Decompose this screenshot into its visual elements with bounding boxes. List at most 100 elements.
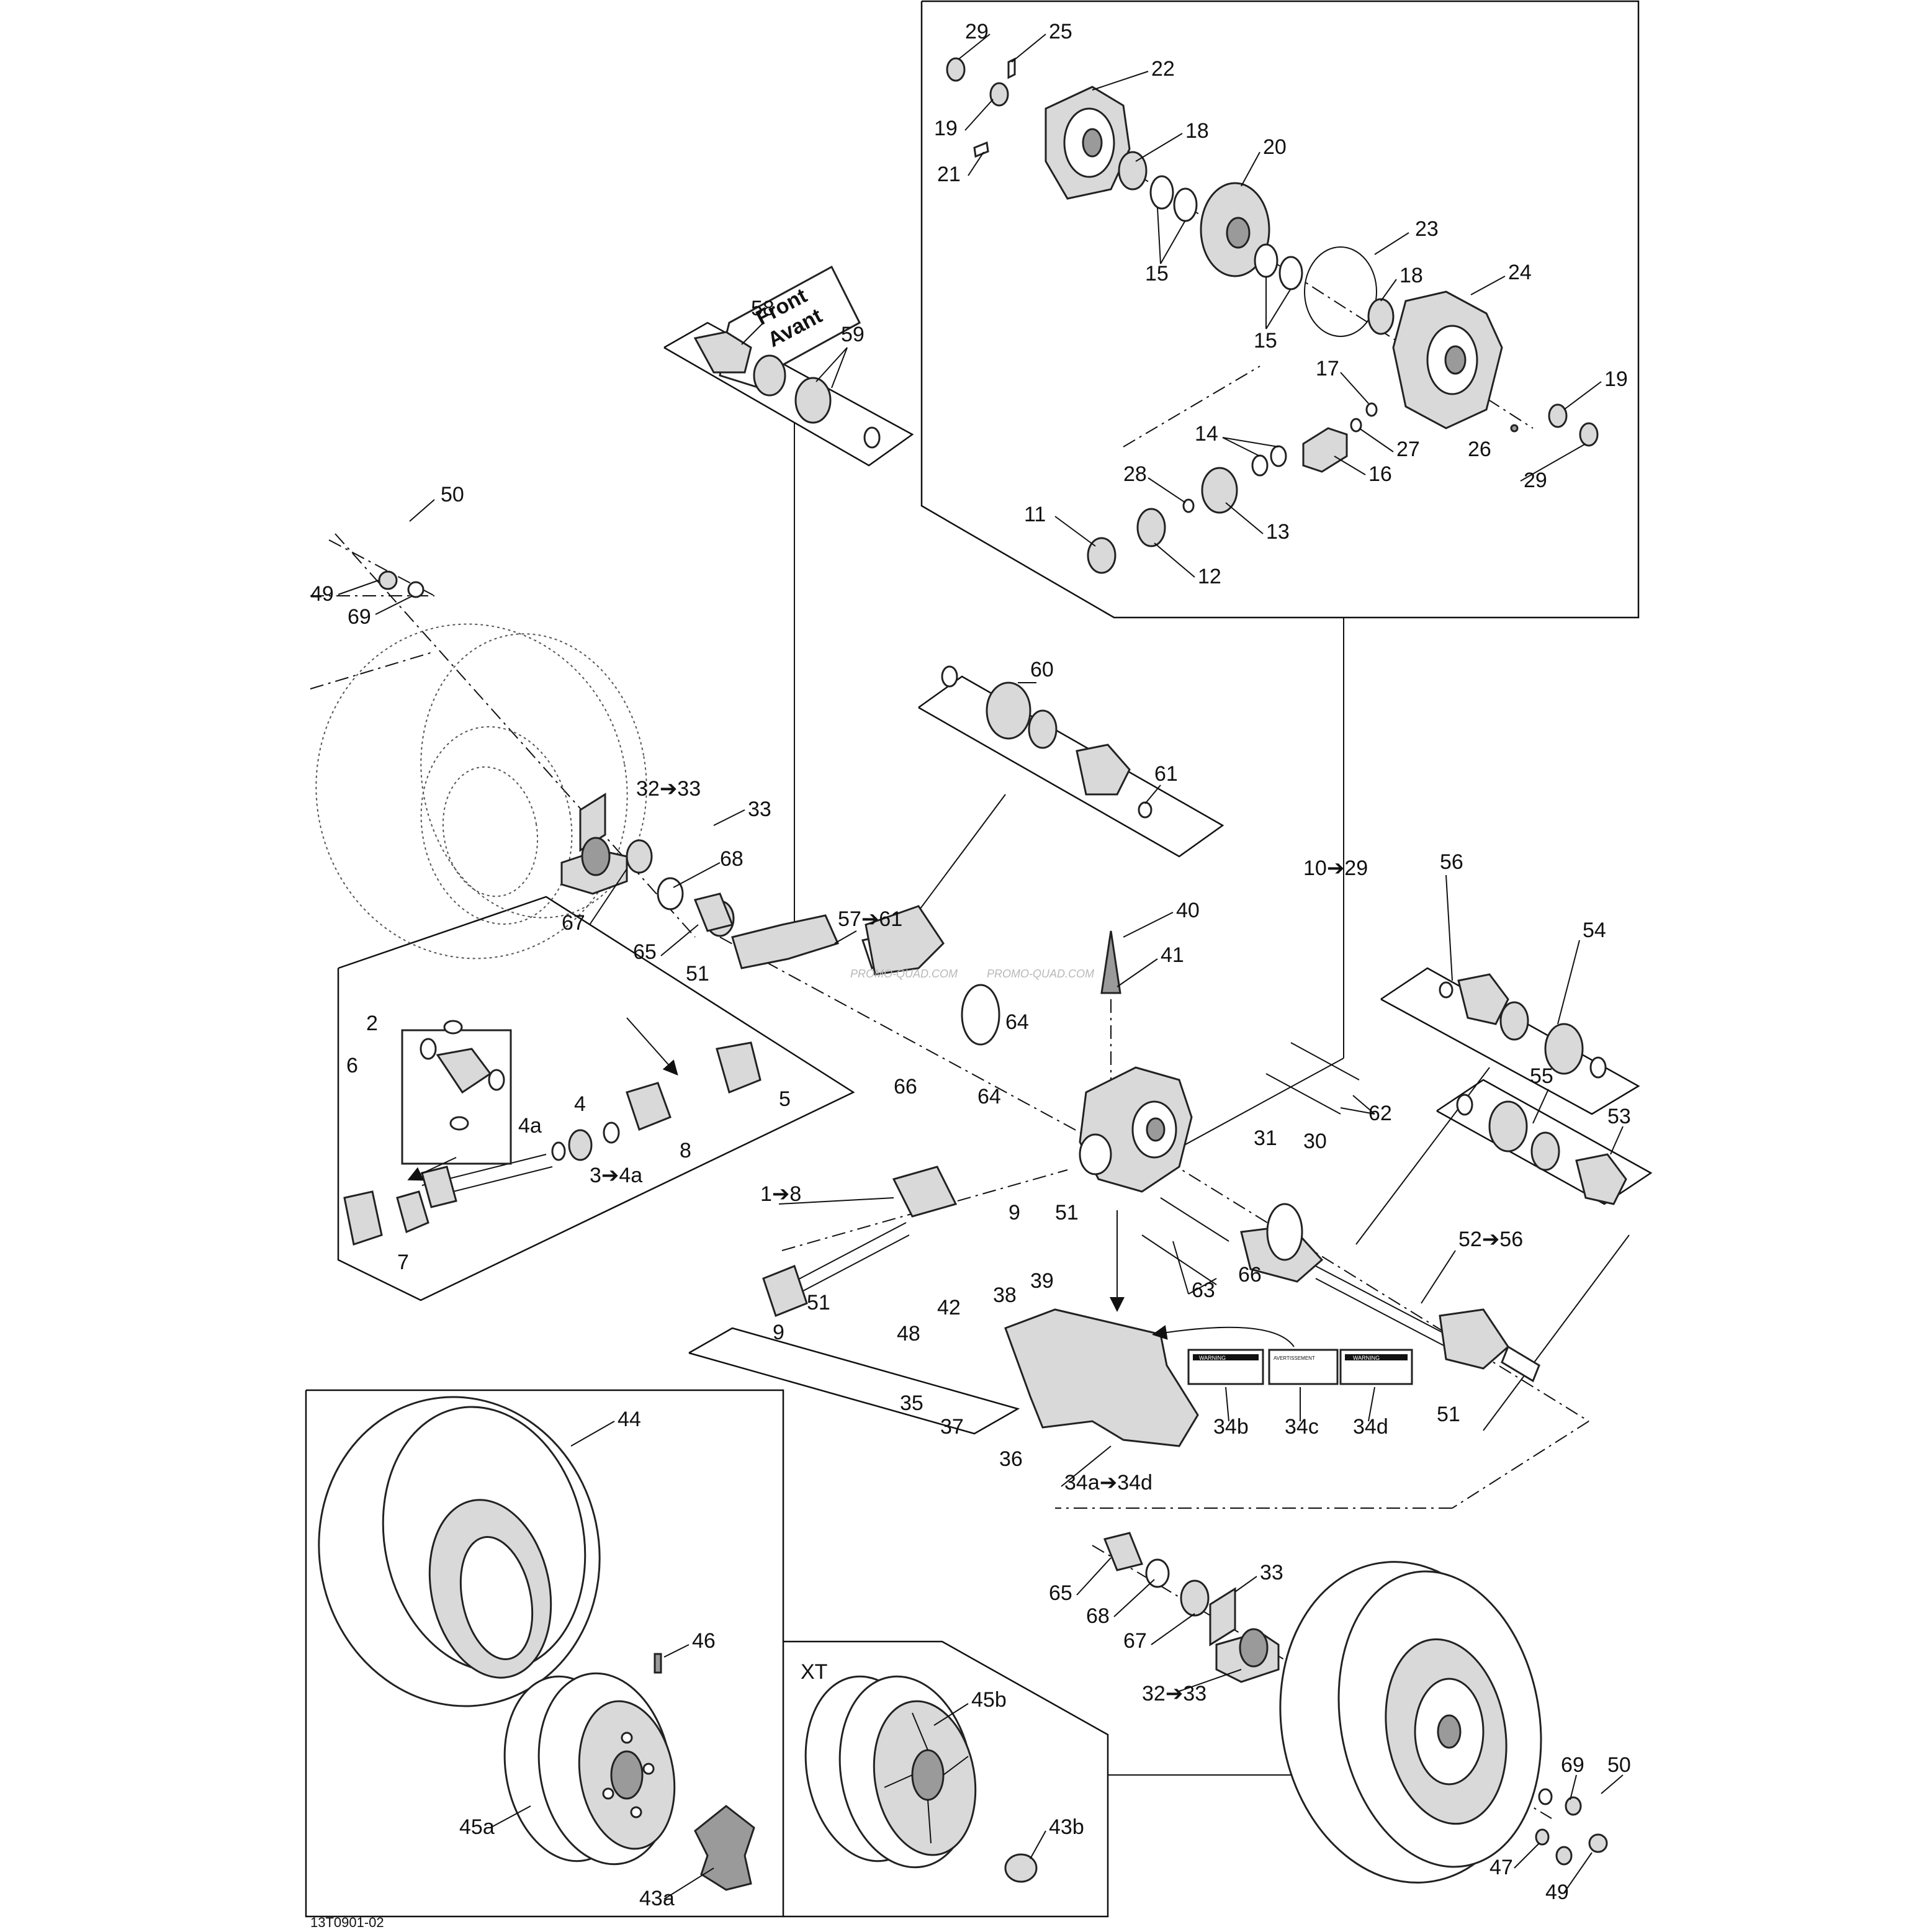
label-51a: 51 <box>686 962 709 986</box>
left-drive-shaft-57 <box>731 905 945 976</box>
label-37: 37 <box>940 1415 964 1439</box>
label-31: 31 <box>1254 1126 1277 1150</box>
watermarks: PROMO-QUAD.COM PROMO-QUAD.COM <box>850 968 1094 980</box>
long-bolts <box>1141 1042 1360 1285</box>
label-49a: 49 <box>310 582 334 606</box>
kit-54-parts <box>1439 973 1607 1079</box>
outer-joint-kit-box-60-61 <box>887 675 1224 953</box>
center-cap-43a <box>694 1805 755 1891</box>
label-18b: 18 <box>1400 264 1423 287</box>
kit-60-61-parts <box>941 665 1152 819</box>
prop-shaft <box>421 1154 958 1317</box>
label-66b: 66 <box>1238 1263 1262 1287</box>
label-34a-34d: 34a➔34d <box>1064 1471 1152 1494</box>
shield-box <box>688 1327 1020 1435</box>
label-10-29: 10➔29 <box>1303 856 1368 880</box>
label-68b: 68 <box>1086 1604 1110 1628</box>
label-34b: 34b <box>1213 1415 1249 1439</box>
skid-plate-34a <box>1004 1308 1199 1447</box>
u-joint-parts <box>343 1020 762 1246</box>
label-69b: 69 <box>1561 1753 1584 1777</box>
label-32-33a: 32➔33 <box>636 777 701 801</box>
label-8: 8 <box>680 1139 691 1162</box>
svg-text:PROMO-QUAD.COM: PROMO-QUAD.COM <box>850 968 958 980</box>
hub-32-left <box>560 793 628 895</box>
center-cap-43b <box>1004 1853 1038 1883</box>
rim-45a <box>503 1672 676 1866</box>
label-4: 4 <box>574 1092 586 1116</box>
label-55: 55 <box>1530 1064 1553 1088</box>
front-differential-housing <box>1079 930 1193 1193</box>
label-7: 7 <box>397 1251 409 1274</box>
label-30: 30 <box>1303 1130 1327 1153</box>
label-28: 28 <box>1123 462 1147 486</box>
label-49b: 49 <box>1545 1880 1569 1904</box>
driveshaft-detail-box <box>337 896 855 1301</box>
label-45b: 45b <box>971 1688 1007 1712</box>
label-44: 44 <box>618 1408 641 1431</box>
label-51b: 51 <box>1055 1201 1079 1224</box>
label-22: 22 <box>1151 57 1175 81</box>
label-54: 54 <box>1583 919 1606 942</box>
label-43b: 43b <box>1049 1815 1084 1839</box>
label-19b: 19 <box>1604 367 1628 391</box>
label-38: 38 <box>993 1283 1017 1307</box>
svg-text:PROMO-QUAD.COM: PROMO-QUAD.COM <box>987 968 1094 980</box>
label-52-56: 52➔56 <box>1458 1228 1523 1251</box>
svg-text:WARNING: WARNING <box>1353 1355 1380 1361</box>
front-right-tire <box>1279 1561 1542 1884</box>
decals-34 <box>1187 1349 1413 1385</box>
label-24: 24 <box>1508 261 1532 284</box>
label-29a: 29 <box>965 20 989 43</box>
label-15b: 15 <box>1254 329 1277 353</box>
label-69a: 69 <box>348 605 371 629</box>
label-4a: 4a <box>518 1114 542 1138</box>
label-59: 59 <box>841 323 865 346</box>
label-3-4a: 3➔4a <box>590 1164 642 1187</box>
kit-58-59-parts <box>693 331 881 449</box>
label-35: 35 <box>900 1391 923 1415</box>
label-67b: 67 <box>1123 1629 1147 1653</box>
label-64a: 64 <box>1005 1010 1029 1034</box>
svg-text:AVERTISSEMENT: AVERTISSEMENT <box>1274 1355 1315 1361</box>
label-68a: 68 <box>720 847 744 871</box>
differential-detail-box <box>920 0 1640 1152</box>
label-18a: 18 <box>1185 119 1209 143</box>
label-39: 39 <box>1030 1269 1054 1293</box>
label-57-61: 57➔61 <box>838 907 902 931</box>
label-47: 47 <box>1489 1856 1513 1879</box>
diff-parts <box>946 57 1599 574</box>
label-51c: 51 <box>807 1291 830 1314</box>
joint-kit-box-55 <box>1436 1079 1653 1431</box>
label-16: 16 <box>1368 462 1392 486</box>
label-21: 21 <box>937 163 961 186</box>
decal-texts: WARNING AVERTISSEMENT WARNING <box>1199 1355 1380 1361</box>
label-56: 56 <box>1440 850 1463 874</box>
label-2: 2 <box>366 1012 378 1035</box>
label-33b: 33 <box>1260 1561 1283 1584</box>
label-64b: 64 <box>977 1085 1001 1108</box>
label-11: 11 <box>1024 503 1046 526</box>
label-23: 23 <box>1415 217 1439 241</box>
label-65b: 65 <box>1049 1581 1072 1605</box>
wheel-nuts-right <box>1535 1788 1608 1866</box>
label-42: 42 <box>937 1296 961 1319</box>
label-58: 58 <box>751 297 775 320</box>
rear-tire-44 <box>318 1396 601 1707</box>
label-25: 25 <box>1049 20 1072 43</box>
label-12: 12 <box>1198 565 1221 588</box>
hub-32-right <box>1209 1587 1280 1683</box>
assembly-arrows <box>407 1017 1295 1347</box>
callout-labels: 29 25 22 19 18 21 20 15 23 18 24 15 17 1… <box>310 20 1631 1930</box>
label-6: 6 <box>346 1054 358 1077</box>
label-17: 17 <box>1316 357 1339 380</box>
label-14: 14 <box>1195 422 1218 446</box>
rim-45b <box>804 1675 977 1869</box>
label-9b: 9 <box>773 1321 784 1344</box>
label-13: 13 <box>1266 520 1290 544</box>
label-51d: 51 <box>1437 1403 1460 1426</box>
label-45a: 45a <box>459 1815 495 1839</box>
label-33a: 33 <box>748 798 771 821</box>
label-26: 26 <box>1468 438 1491 461</box>
